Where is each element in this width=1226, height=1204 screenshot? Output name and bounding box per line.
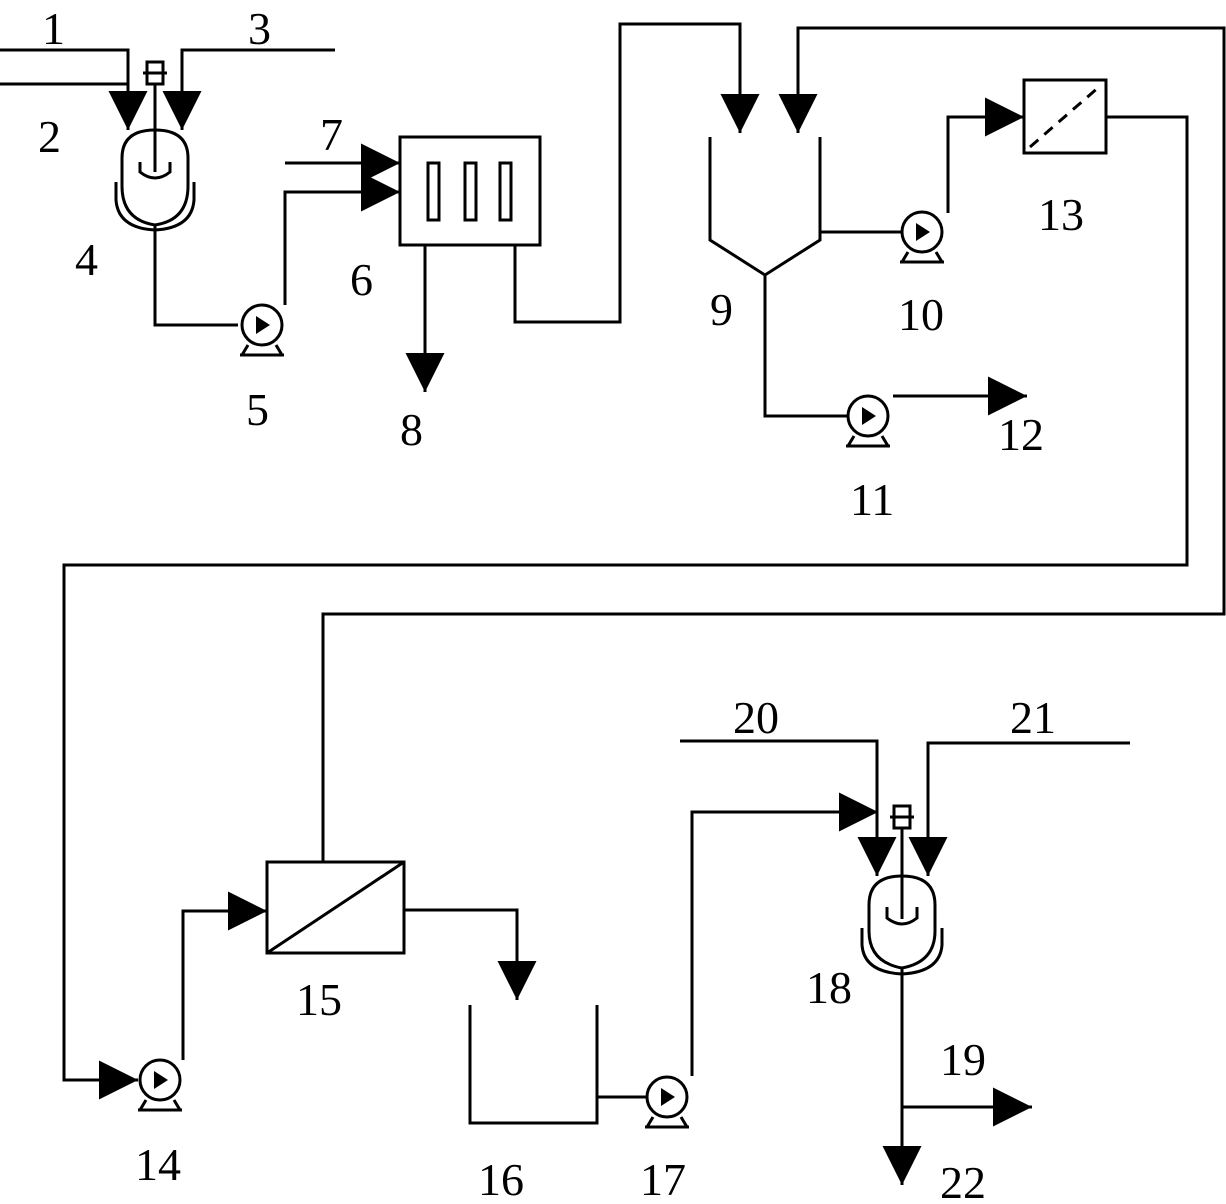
label-18: 18 [806,962,852,1013]
membrane-unit-15 [265,860,406,955]
line-15-to-16 [404,908,537,1000]
line-4-to-5 [153,225,238,327]
pump-5 [238,303,286,357]
label-22: 22 [940,1157,986,1204]
label-19: 19 [940,1034,986,1085]
line-14-to-15 [181,891,267,1060]
label-2: 2 [38,111,61,162]
label-21: 21 [1010,692,1056,743]
label-5: 5 [246,384,269,435]
label-10: 10 [898,289,944,340]
label-4: 4 [75,234,98,285]
feed-1-line [0,48,148,130]
feed-3-line [162,48,335,130]
pump-10 [898,210,946,264]
label-12: 12 [998,409,1044,460]
pump-17 [643,1075,691,1129]
line-9-to-11 [763,275,850,418]
label-3: 3 [248,3,271,54]
label-14: 14 [135,1139,181,1190]
label-9: 9 [710,284,733,335]
pump-11 [844,394,892,448]
settling-separator-9 [708,137,822,277]
label-11: 11 [850,474,894,525]
label-13: 13 [1038,189,1084,240]
line-13-to-14 [62,115,1189,1100]
label-6: 6 [350,254,373,305]
stirred-reactor-18 [860,804,944,976]
pump-14 [136,1058,184,1112]
line-6-to-9 [513,22,760,324]
stirred-reactor-4 [114,60,196,232]
filter-13 [1022,78,1108,155]
electrolysis-unit-6 [398,135,542,247]
label-17: 17 [640,1154,686,1204]
label-20: 20 [733,692,779,743]
tank-16 [468,1005,599,1125]
label-7: 7 [320,109,343,160]
label-1: 1 [42,3,65,54]
feed-20-line [680,739,897,876]
label-8: 8 [400,404,423,455]
feed-21-line [908,741,1130,876]
line-10-to-13 [946,97,1024,213]
line-17-to-18 [690,792,878,1076]
recycle-15-to-9 [321,26,1226,862]
label-16: 16 [478,1154,524,1204]
label-15: 15 [296,974,342,1025]
line-5-to-6 [283,172,400,305]
